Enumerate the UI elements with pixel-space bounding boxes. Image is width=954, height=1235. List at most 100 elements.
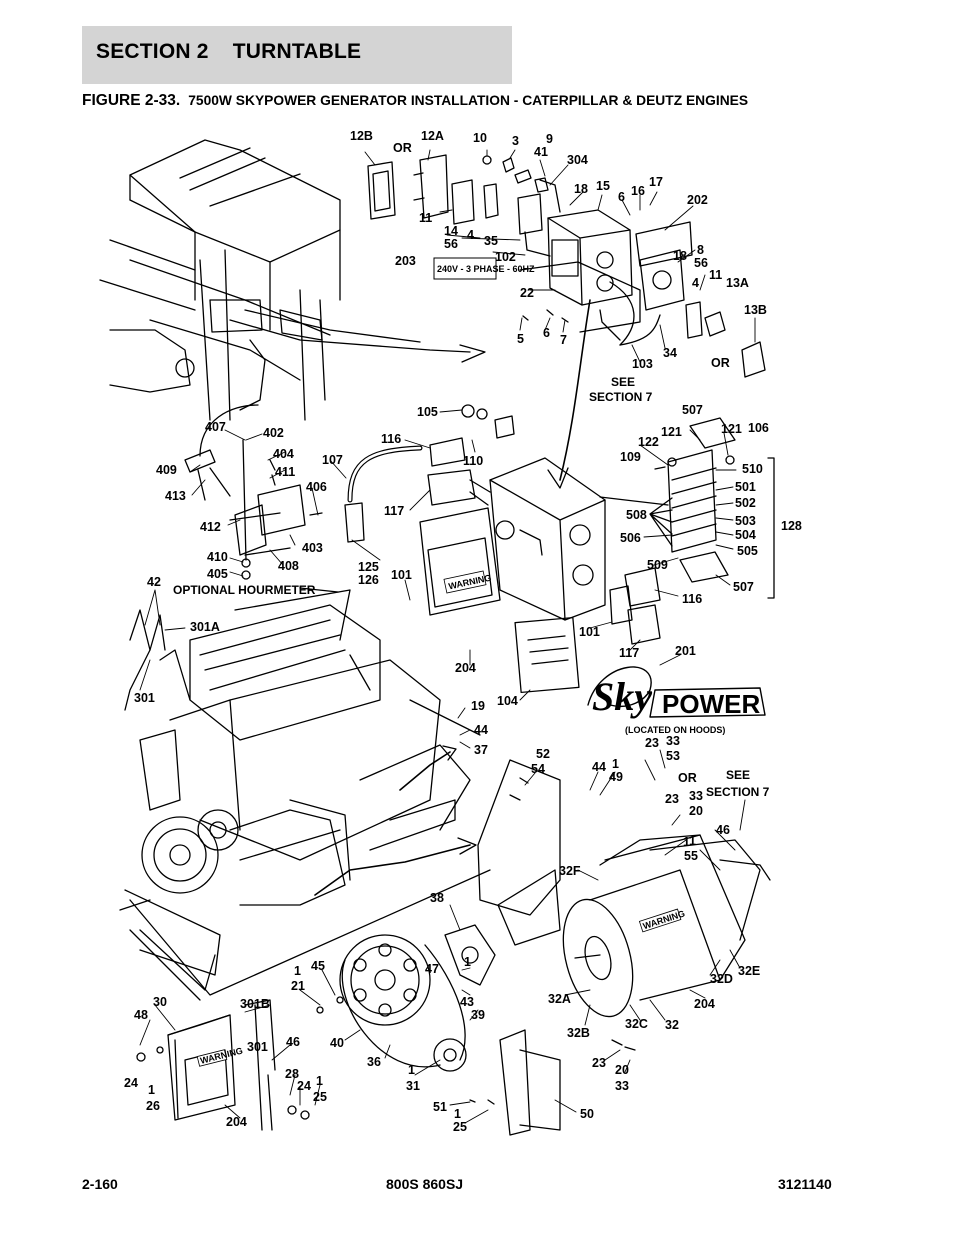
figure-title: FIGURE 2-33. 7500W SKYPOWER GENERATOR IN… (82, 92, 748, 110)
hourmeter-parts (367, 154, 549, 225)
callout-109: 109 (620, 450, 641, 464)
callout-116: 116 (381, 432, 401, 446)
callout-33: 33 (666, 734, 680, 748)
callout-23: 23 (665, 792, 679, 806)
callout-11: 11 (419, 211, 432, 225)
callout-32d: 32D (710, 972, 733, 986)
callout-14: 14 (444, 224, 458, 238)
callout-125: 125 (358, 560, 379, 574)
callout-505: 505 (737, 544, 758, 558)
callout-13b: 13B (744, 303, 767, 317)
callout-34: 34 (663, 346, 677, 360)
figure-caption: 7500W SKYPOWER GENERATOR INSTALLATION - … (188, 93, 749, 108)
callout-41: 41 (534, 145, 548, 159)
or-label-right: OR (711, 356, 730, 370)
see-section-7-right-2: SECTION 7 (706, 785, 770, 799)
callout-301: 301 (247, 1040, 268, 1054)
callout-50: 50 (580, 1107, 594, 1121)
callout-5: 5 (517, 332, 524, 346)
callout-101: 101 (391, 568, 412, 582)
skypower-logo-art (587, 666, 766, 718)
callout-28: 28 (285, 1067, 299, 1081)
callout-507: 507 (682, 403, 703, 417)
callout-406: 406 (306, 480, 327, 494)
callout-39: 39 (471, 1008, 485, 1022)
callout-1: 1 (612, 757, 619, 771)
skypower-brand-sky: Sky (592, 674, 652, 719)
callout-38: 38 (430, 891, 444, 905)
platform-assembly (99, 139, 486, 421)
callout-411: 411 (275, 465, 295, 479)
callout-31: 31 (406, 1079, 420, 1093)
callout-23: 23 (592, 1056, 606, 1070)
callout-10: 10 (473, 131, 487, 145)
terminal-block (599, 417, 775, 599)
callout-23: 23 (645, 736, 659, 750)
callout-22: 22 (520, 286, 534, 300)
callout-501: 501 (735, 480, 756, 494)
callout-116: 116 (682, 592, 702, 606)
skypower-brand-power: POWER (662, 689, 760, 719)
callout-301b: 301B (240, 997, 270, 1011)
warning-decal-text-3: WARNING (642, 908, 686, 931)
section-header: SECTION 2 TURNTABLE (82, 26, 512, 84)
callout-54: 54 (531, 762, 545, 776)
section-number: SECTION 2 (96, 40, 209, 63)
callout-204: 204 (226, 1115, 247, 1129)
callout-49: 49 (609, 770, 623, 784)
callout-9: 9 (546, 132, 553, 146)
callout-17: 17 (649, 175, 663, 189)
callout-18: 18 (574, 182, 588, 196)
callout-204: 204 (694, 997, 715, 1011)
callout-16: 16 (631, 184, 645, 198)
callout-47: 47 (425, 962, 439, 976)
callout-24: 24 (297, 1079, 311, 1093)
callout-11: 11 (709, 268, 722, 282)
callout-107: 107 (322, 453, 343, 467)
callout-1: 1 (294, 964, 301, 978)
callout-1: 1 (148, 1083, 155, 1097)
callout-51: 51 (433, 1100, 447, 1114)
callout-21: 21 (291, 979, 305, 993)
generator-assembly (339, 759, 771, 1136)
callout-202: 202 (687, 193, 708, 207)
page-number: 2-160 (82, 1176, 118, 1192)
callout-1: 1 (316, 1074, 323, 1088)
callout-52: 52 (536, 747, 550, 761)
callout-44: 44 (592, 760, 606, 774)
or-label-top: OR (393, 141, 412, 155)
callout-26: 26 (146, 1099, 160, 1113)
callout-1: 1 (683, 835, 690, 849)
callout-25: 25 (313, 1090, 327, 1104)
callout-110: 110 (463, 454, 483, 468)
callout-15: 15 (596, 179, 610, 193)
callout-1: 1 (408, 1063, 415, 1077)
callout-46: 46 (716, 823, 730, 837)
callout-506: 506 (620, 531, 641, 545)
callout-203: 203 (395, 254, 416, 268)
callout-6: 6 (618, 190, 625, 204)
callout-204: 204 (455, 661, 476, 675)
callout-32a: 32A (548, 992, 571, 1006)
callout-7: 7 (560, 333, 567, 347)
callout-19: 19 (471, 699, 485, 713)
callout-507: 507 (733, 580, 754, 594)
callout-403: 403 (302, 541, 323, 555)
callout-301a: 301A (190, 620, 220, 634)
callout-53: 53 (666, 749, 680, 763)
callout-32f: 32F (559, 864, 581, 878)
warning-decal-text-2: WARNING (199, 1046, 244, 1066)
callout-6: 6 (543, 326, 550, 340)
callout-20: 20 (615, 1063, 629, 1077)
callout-33: 33 (615, 1079, 629, 1093)
callout-504: 504 (735, 528, 756, 542)
callout-25: 25 (453, 1120, 467, 1134)
callout-43: 43 (460, 995, 474, 1009)
callout-413: 413 (165, 489, 186, 503)
callout-105: 105 (417, 405, 438, 419)
callout-8: 8 (697, 243, 704, 257)
callout-122: 122 (638, 435, 659, 449)
callout-56: 56 (444, 237, 458, 251)
callout-55: 55 (684, 849, 698, 863)
